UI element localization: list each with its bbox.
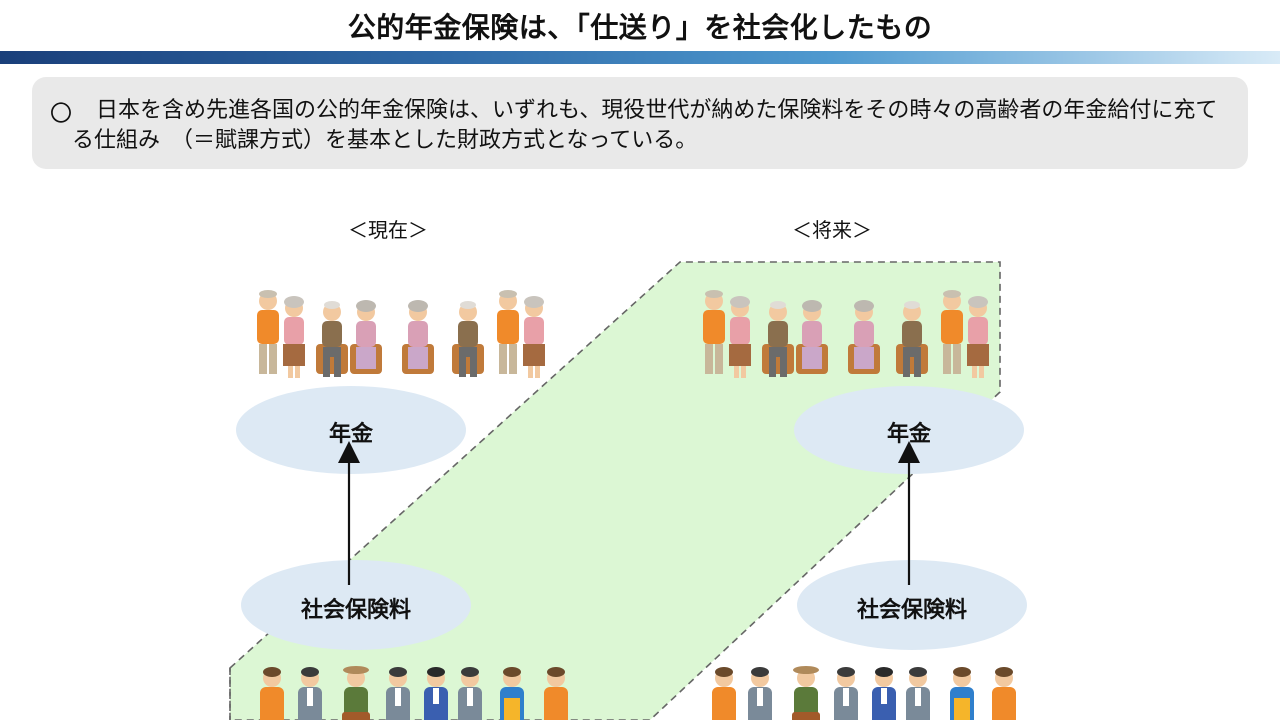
future-pension-ellipse [794,386,1024,474]
present-label: ＜現在＞ [348,218,428,242]
present-premium-ellipse [241,560,471,650]
summary-text: 日本を含め先進各国の公的年金保険は、いずれも、現役世代が納めた保険料をその時々の… [72,98,1218,153]
future-premium-label: 社会保険料 [856,598,967,623]
slide-title: 公的年金保険は、「仕送り」を社会化したもの [347,11,933,44]
title-gradient-bar [0,51,1280,64]
future-label: ＜将来＞ [792,218,872,242]
future-pension-label: 年金 [886,422,931,447]
present-premium-label: 社会保険料 [300,598,411,623]
future-premium-ellipse [797,560,1027,650]
future-workers-illustration [712,666,1016,720]
flow-band [229,261,1001,720]
present-elderly-illustration [257,290,545,378]
summary-bullet: 〇 [50,102,73,127]
present-pension-label: 年金 [328,422,373,447]
summary-box [32,77,1248,169]
present-pension-ellipse [236,386,466,474]
